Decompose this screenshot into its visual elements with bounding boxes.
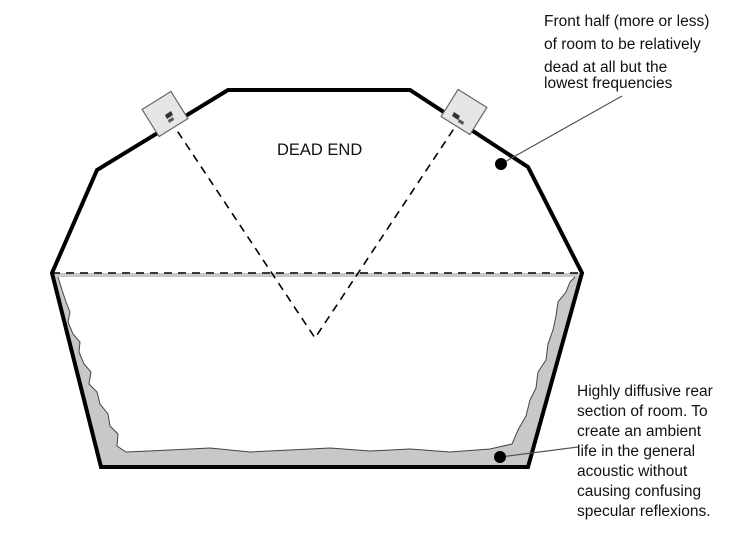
front-callout-dot — [495, 158, 507, 170]
rear-note-line: Highly diffusive rear — [577, 383, 713, 400]
left-sound-path — [169, 119, 316, 339]
front-note: Front half (more or less) of room to be … — [544, 13, 709, 92]
rear-callout-line — [499, 446, 579, 458]
rear-note-line: causing confusing — [577, 483, 701, 500]
rear-note-line: life in the general — [577, 443, 695, 460]
right-sound-path — [314, 117, 462, 339]
rear-note-line: create an ambient — [577, 423, 702, 440]
rear-note-line: acoustic without — [577, 463, 688, 480]
diffuser-edge — [57, 276, 576, 453]
front-note-line: of room to be relatively — [544, 36, 701, 53]
room-outline — [49, 88, 585, 469]
front-note-line: Front half (more or less) — [544, 13, 709, 30]
diffuser-surface — [52, 273, 582, 467]
rear-note-line: section of room. To — [577, 403, 708, 420]
rear-note: Highly diffusive rear section of room. T… — [577, 383, 713, 520]
dead-end-label: DEAD END — [277, 141, 362, 159]
rear-note-line: specular reflexions. — [577, 503, 711, 520]
rear-callout-dot — [494, 451, 506, 463]
right-speaker-icon — [440, 88, 488, 136]
left-speaker-icon — [141, 90, 189, 138]
front-note-line: dead at all but the — [544, 59, 667, 76]
front-callout-line — [500, 95, 623, 165]
front-note-line: lowest frequencies — [544, 75, 673, 92]
